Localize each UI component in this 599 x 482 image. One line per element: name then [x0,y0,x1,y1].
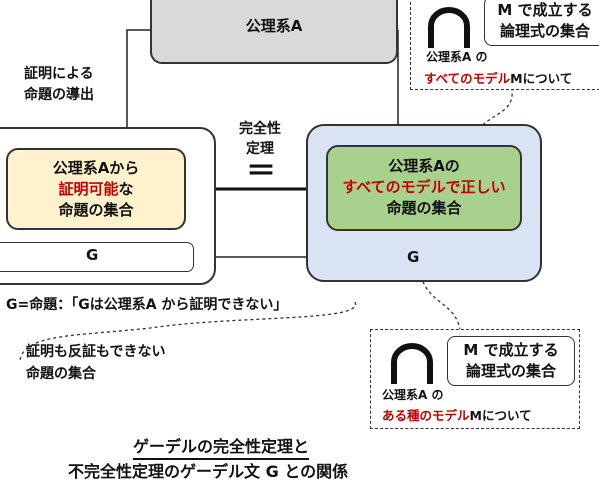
g-left-label: G [86,246,99,264]
callout-bottom-small-line1: 公理系A の [382,388,444,402]
completeness-theorem-label: 完全性 定理 [232,119,288,159]
axiom-label: 公理系A [245,16,303,35]
provable-set-box: 公理系Aから 証明可能な 命題の集合 [6,148,186,230]
callout-bottom-inner-line1: M で成立する [463,341,559,359]
callout-bottom-highlight: ある種のモデル [382,408,470,423]
callout-top-inner-line1: M で成立する [497,1,593,19]
theorem-line1: 完全性 [239,121,281,137]
g-definition-text: G=命題：「Gは公理系A から証明できない」 [6,297,288,313]
provable-line2: 証明可能な [8,179,184,200]
callout-bottom-inner-box: M で成立する 論理式の集合 [447,336,575,386]
callout-top-inner-box: M で成立する 論理式の集合 [484,0,599,46]
callout-top-small-line2: すべてのモデルMについて [424,68,572,87]
callout-bottom-small-line2: ある種のモデルMについて [382,405,532,424]
undecidable-line1: 証明も反証もできない [26,344,166,360]
diagram-title-line1: ゲーデルの完全性定理と [133,433,310,460]
dashed-curve-left [19,301,356,361]
intersection-icon [391,343,433,384]
provable-line2-rest: な [118,180,134,198]
callout-top-small-rest: Mについて [510,71,573,86]
callout-top-small-line1: 公理系A の [426,50,488,64]
undecidable-line2: 命題の集合 [26,366,96,382]
axiom-system-box: 公理系A [150,0,398,64]
derivation-line2: 命題の導出 [24,87,94,103]
callout-top-highlight: すべてのモデル [424,71,511,86]
derivation-label: 証明による 命題の導出 [24,64,94,106]
callout-bottom-inner-line2: 論理式の集合 [465,362,556,380]
undecidable-label: 証明も反証もできない 命題の集合 [26,341,165,385]
arrow-axiom-to-provable [121,29,150,147]
g-right-label: G [407,248,420,266]
provable-line1: 公理系Aから [52,159,140,177]
provable-line3: 命題の集合 [58,201,134,219]
intersection-icon [428,7,470,48]
equals-sign: ＝ [246,154,276,189]
dashed-curve-bottom [419,269,461,331]
derivation-line1: 証明による [24,66,94,82]
callout-bottom-small-rest: Mについて [469,408,532,423]
callout-top-inner-line2: 論理式の集合 [499,22,590,40]
diagram-title-line2: 不完全性定理のゲーデル文 G との関係 [68,462,349,481]
true-highlight: すべてのモデルで正しい [342,178,506,196]
theorem-line2: 定理 [246,141,274,157]
true-line3: 命題の集合 [386,199,462,217]
provable-highlight: 証明可能 [58,180,119,198]
g-left-bar [0,242,194,272]
true-set-box: 公理系Aの すべてのモデルで正しい 命題の集合 [326,145,522,231]
true-line1: 公理系Aの [388,157,460,175]
